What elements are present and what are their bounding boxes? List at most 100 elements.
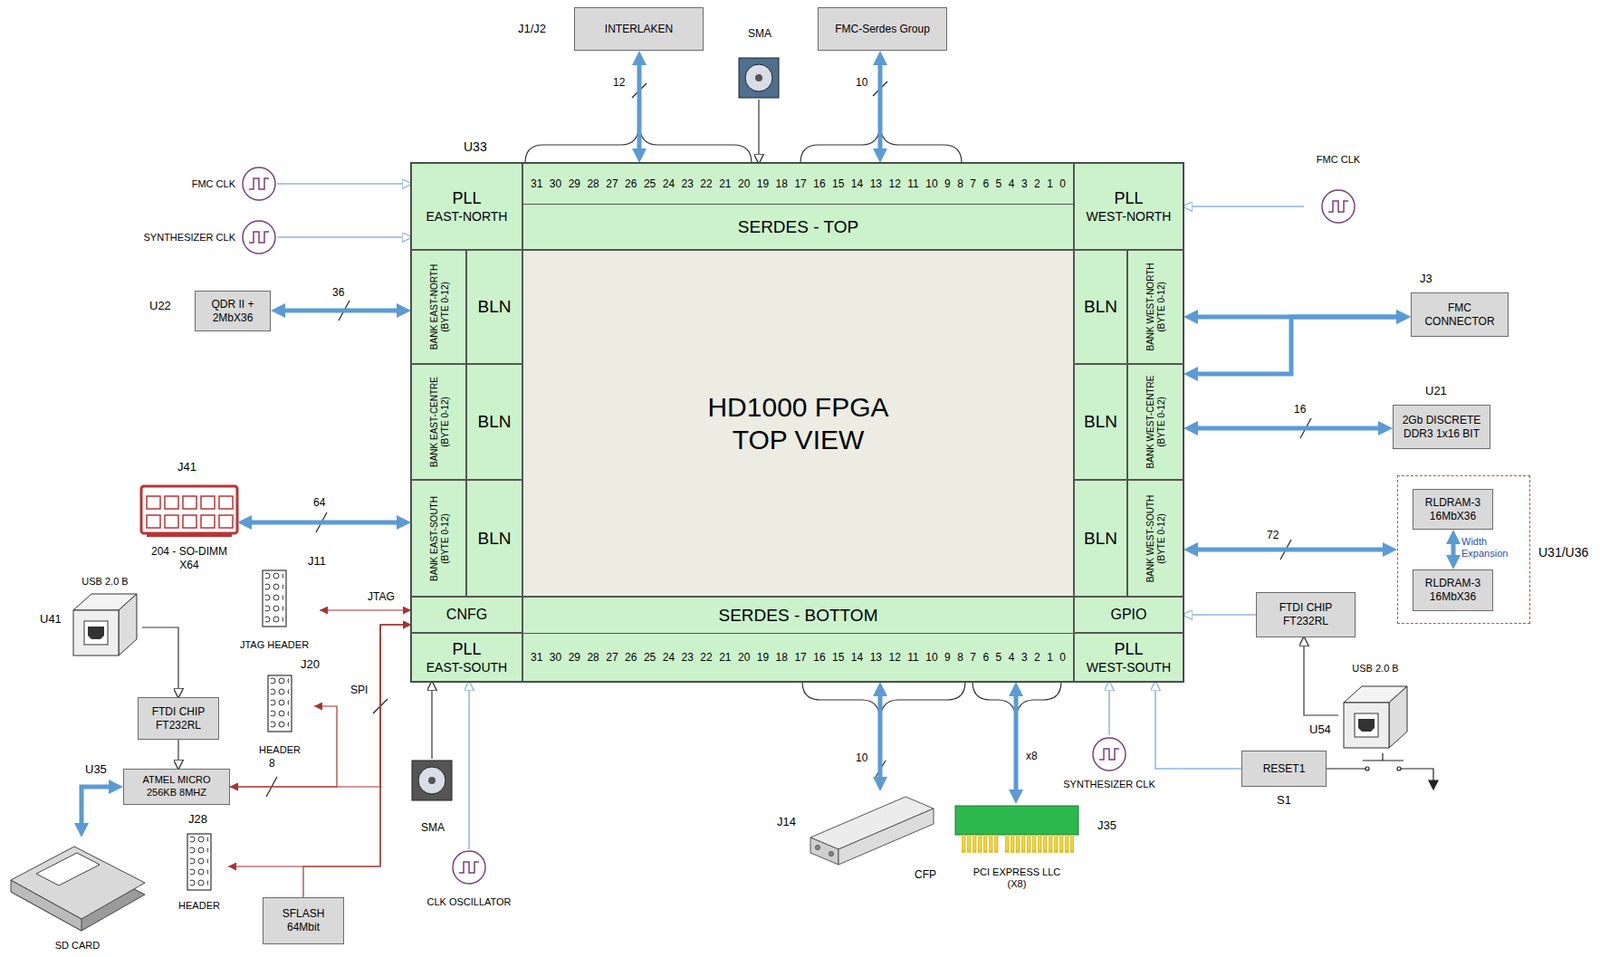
component-icon: FMC CLK	[1303, 153, 1373, 225]
clock-symbol	[1092, 737, 1126, 771]
node-text: SYNTHESIZER CLK	[1063, 778, 1155, 792]
node-text: RLDRAM-3 16MbX36	[1417, 576, 1488, 604]
connector	[1155, 681, 1242, 769]
node-text: U33	[463, 139, 488, 154]
node-text: PLL	[451, 189, 481, 210]
fpga-block: PLLWEST-NORTH	[1073, 162, 1184, 250]
node-text: USB 2.0 B	[81, 575, 128, 589]
node-text: BLN	[478, 297, 512, 317]
node-text: BANK WEST-SOUTH (BYTE 0-12)	[1145, 486, 1167, 592]
fpga-block: BANK WEST-CENTRE (BYTE 0-12)	[1127, 364, 1184, 480]
part-reference: J28	[188, 812, 208, 826]
node-text: 204 - SO-DIMM X64	[143, 545, 235, 573]
node-text: HEADER	[258, 744, 301, 757]
connector	[431, 681, 432, 759]
component-box: RLDRAM-3 16MbX36	[1412, 488, 1494, 530]
connector	[468, 681, 470, 850]
component-box: FMC CONNECTOR	[1410, 292, 1509, 337]
connector	[277, 308, 404, 314]
fpga-block: BLN	[466, 479, 523, 597]
part-reference: U41	[39, 612, 62, 626]
node-text: BANK WEST-NORTH (BYTE 0-12)	[1145, 254, 1167, 360]
component-box: RESET1	[1241, 750, 1327, 787]
component-box: ATMEL MICRO 256KB 8MHZ	[123, 768, 230, 805]
part-reference: U35	[85, 762, 107, 777]
connector	[1014, 689, 1019, 797]
connector	[878, 689, 883, 785]
node-text: 31 30 29 28 27 26 25 24 23 22 21 20 19 1…	[523, 633, 1074, 681]
bus-width-label: 12	[612, 76, 626, 89]
part-reference: J11	[307, 554, 326, 568]
part-reference: J41	[177, 459, 197, 474]
node-text: SYNTHESIZER CLK	[143, 231, 236, 243]
connector	[1451, 536, 1457, 563]
component-icon: HEADER	[170, 831, 229, 913]
push-button	[1326, 753, 1438, 790]
connector	[1183, 613, 1256, 616]
part-reference: J14	[776, 814, 796, 829]
component-icon: PCI EXPRESS LLC (X8)	[950, 804, 1083, 892]
header-symbol	[268, 675, 292, 732]
node-text: PCI EXPRESS LLC (X8)	[967, 866, 1067, 892]
bus-width-label: SPI	[349, 683, 369, 697]
node-text: PLL	[1113, 640, 1143, 661]
fpga-block: BANK WEST-SOUTH (BYTE 0-12)	[1127, 479, 1184, 597]
node-text: BLN	[478, 411, 512, 432]
component-icon: USB 2.0 B	[67, 575, 143, 656]
node-text: GPIO	[1110, 606, 1147, 623]
connector	[757, 99, 759, 163]
fpga-block: BANK EAST-SOUTH (BYTE 0-12)	[411, 479, 467, 597]
node-text: BANK EAST-SOUTH (BYTE 0-12)	[428, 486, 450, 592]
component-icon: JTAG HEADER	[229, 568, 320, 652]
node-text: RESET1	[1263, 762, 1306, 777]
bus-width-slash	[266, 81, 1312, 797]
fpga-block: BLN	[1073, 364, 1128, 480]
connector	[319, 609, 412, 611]
part-reference: U21	[1425, 383, 1447, 398]
clock-source: SYNTHESIZER CLK	[117, 220, 278, 255]
node-text: PLL	[1113, 189, 1143, 210]
header-symbol	[262, 570, 287, 627]
node-text: BLN	[1083, 411, 1118, 432]
part-reference: J1/J2	[517, 21, 547, 36]
node-text: FMC CLK	[1316, 153, 1361, 167]
sma-connector	[738, 57, 779, 98]
node-text: SD CARD	[55, 939, 101, 953]
node-text: HEADER	[178, 900, 221, 913]
node-text: FTDI CHIP FT232RL	[1261, 601, 1351, 629]
node-text: RLDRAM-3 16MbX36	[1417, 496, 1488, 524]
component-box: FTDI CHIP FT232RL	[137, 697, 220, 740]
bus-width-label: 8	[268, 756, 277, 770]
node-text: 2Gb DISCRETE DDR3 1x16 BIT	[1398, 413, 1486, 441]
node-text: QDR II + 2MbX36	[200, 297, 266, 326]
part-reference: U22	[149, 298, 172, 313]
bus-width-label: x8	[1025, 749, 1039, 763]
component-box: FMC-Serdes Group	[817, 7, 948, 51]
fpga-block: BLN	[1073, 479, 1128, 597]
connector	[277, 236, 412, 239]
connector	[637, 57, 642, 156]
component-icon: SMA	[409, 758, 457, 835]
node-text: INTERLAKEN	[604, 22, 673, 37]
component-icon: CFP	[805, 791, 942, 882]
component-box: INTERLAKEN	[574, 7, 704, 51]
node-text: SERDES - TOP	[737, 204, 859, 250]
component-box: QDR II + 2MbX36	[194, 290, 271, 332]
component-icon: HEADER	[245, 673, 315, 757]
connector	[1303, 637, 1339, 716]
sma-connector	[411, 760, 452, 801]
component-icon: CLK OSCILLATOR	[418, 849, 520, 910]
fpga-block: GPIO	[1073, 596, 1184, 633]
connector	[1190, 547, 1390, 553]
fpga-block: PLLEAST-SOUTH	[411, 632, 523, 682]
node-text: FTDI CHIP FT232RL	[143, 705, 214, 733]
so-dimm-module	[141, 486, 238, 537]
bus-width-label: 10	[854, 76, 869, 89]
fpga-block: BANK EAST-NORTH (BYTE 0-12)	[411, 249, 467, 365]
node-text: SMA	[747, 27, 772, 41]
fpga-block: BLN	[466, 249, 523, 365]
node-text: EAST-SOUTH	[426, 660, 508, 675]
node-text: BANK WEST-CENTRE (BYTE 0-12)	[1145, 369, 1167, 475]
fpga-block: PLLEAST-NORTH	[411, 162, 523, 250]
node-text: FMC CONNECTOR	[1416, 301, 1504, 329]
